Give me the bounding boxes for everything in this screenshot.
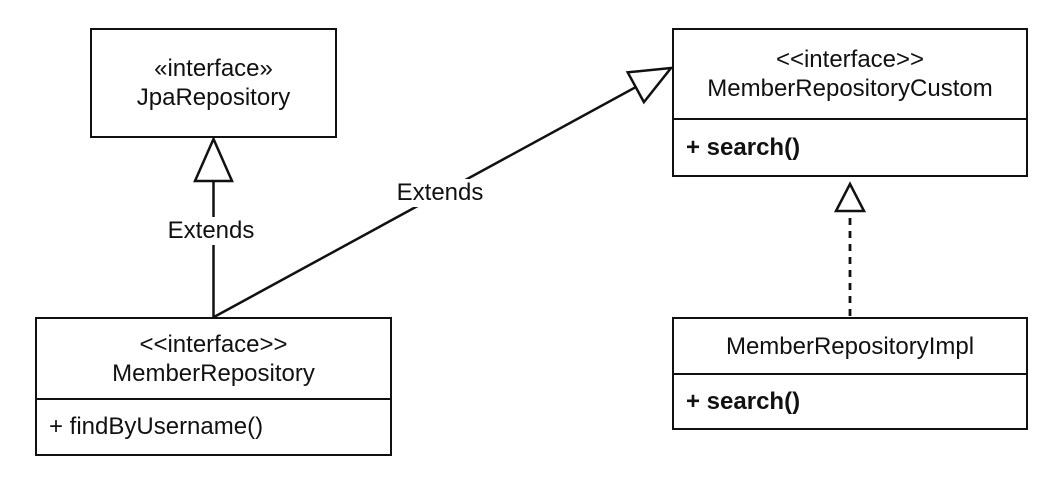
- generalization-arrowhead-custom: [625, 66, 674, 105]
- class-method-search: + search(): [674, 373, 1026, 428]
- class-name: MemberRepositoryImpl: [725, 332, 975, 360]
- class-box-member-repository-custom: <<interface>> MemberRepositoryCustom + s…: [672, 28, 1028, 177]
- realization-arrowhead-custom: [833, 181, 867, 213]
- class-stereotype: <<interface>>: [139, 330, 288, 358]
- edge-label-extends-diagonal: Extends: [392, 179, 488, 207]
- class-name: MemberRepositoryCustom: [707, 75, 993, 102]
- class-name: JpaRepository: [136, 84, 291, 111]
- class-stereotype: «interface»: [154, 55, 273, 82]
- generalization-arrowhead-jpa: [193, 135, 234, 183]
- class-title: MemberRepositoryImpl: [674, 319, 1026, 373]
- class-title: <<interface>> MemberRepository: [37, 319, 390, 398]
- class-box-member-repository: <<interface>> MemberRepository + findByU…: [35, 317, 392, 456]
- class-box-member-repository-impl: MemberRepositoryImpl + search(): [672, 317, 1028, 430]
- class-name: MemberRepository: [112, 359, 315, 387]
- class-box-jpa-repository: «interface» JpaRepository: [90, 28, 337, 138]
- class-method-search: + search(): [674, 118, 1026, 175]
- class-title: <<interface>> MemberRepositoryCustom: [674, 30, 1026, 118]
- class-title: «interface» JpaRepository: [92, 30, 335, 136]
- edge-label-extends-vertical: Extends: [163, 217, 259, 245]
- class-method-find-by-username: + findByUsername(): [37, 398, 390, 454]
- class-stereotype: <<interface>>: [775, 46, 925, 73]
